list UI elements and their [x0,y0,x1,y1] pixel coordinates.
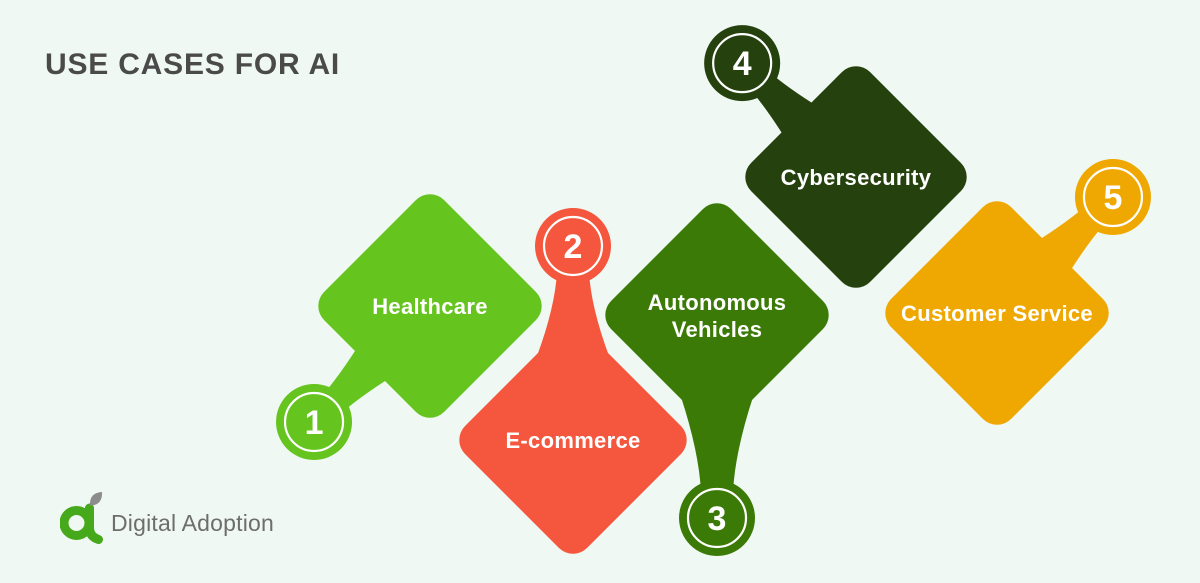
number-ring [542,215,604,277]
number-ring [1082,166,1144,228]
use-case-label: Cybersecurity [781,165,932,190]
use-case-number: 1 [305,404,324,442]
use-case-diamond [605,203,829,427]
number-ring [686,487,748,549]
use-case-label: Healthcare [372,294,488,319]
number-circle [679,480,755,556]
use-case-number: 5 [1104,179,1123,217]
use-case-label: E-commerce [505,428,640,453]
use-case-e-commerce: 2E-commerce [459,208,687,554]
use-case-stem [681,397,753,492]
logo-tail [85,503,103,544]
brand-name: Digital Adoption [111,510,275,536]
use-case-number: 3 [708,500,727,538]
use-case-diamond [459,326,687,554]
number-circle [704,25,781,102]
digital-adoption-mark-icon [60,492,103,544]
page-title: USE CASES FOR AI [45,48,341,81]
number-circle [535,208,611,284]
brand-logo: Digital Adoption [60,492,274,544]
use-case-number: 4 [733,45,752,83]
use-case-label: Customer Service [901,301,1093,326]
logo-leaf [89,492,103,506]
number-circle [1074,159,1151,236]
number-ring [712,33,773,94]
number-ring [283,391,345,453]
number-circle [276,383,353,460]
use-case-healthcare: 1 Healthcare [276,194,542,460]
use-case-number: 2 [564,228,583,266]
use-case-stem [537,272,609,356]
